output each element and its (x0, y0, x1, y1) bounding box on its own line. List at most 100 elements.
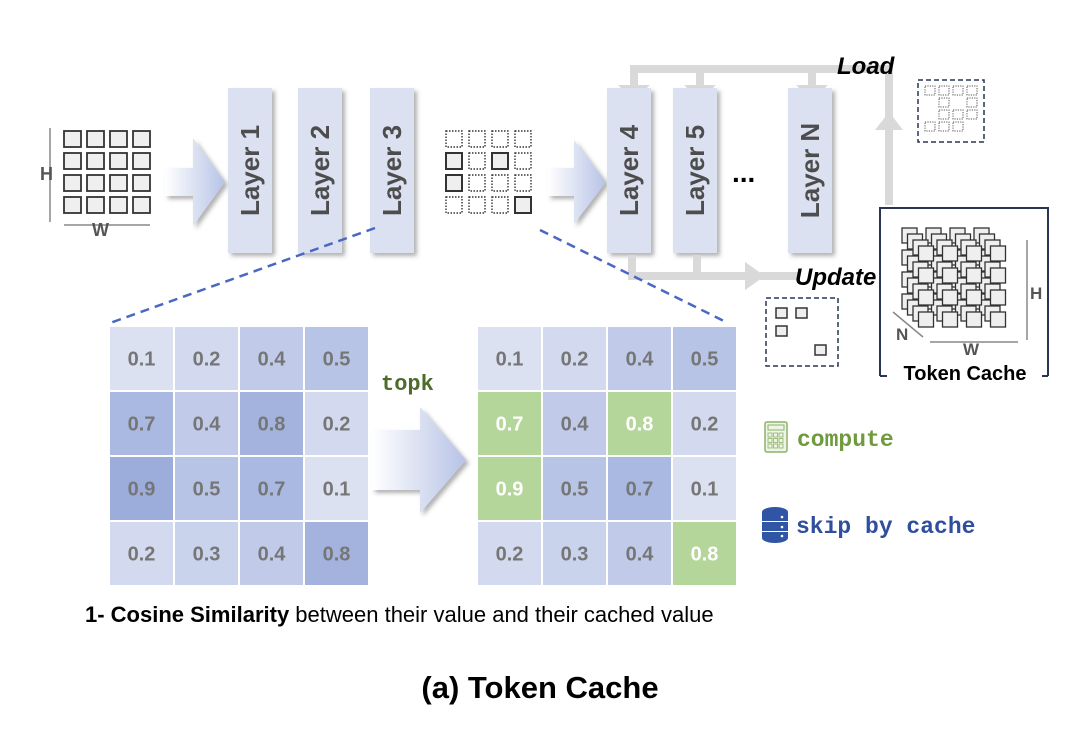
flow-arrow-icon (548, 140, 606, 224)
layer-label: Layer 4 (614, 124, 644, 216)
layer-label: Layer 5 (680, 125, 710, 216)
skipped-token (514, 152, 532, 170)
cell-value: 0.2 (128, 544, 156, 566)
layer-block-layer-4: Layer 4 (607, 88, 651, 253)
cell-value: 0.8 (691, 544, 719, 566)
skipped-token (468, 130, 486, 148)
token-square (63, 130, 82, 148)
load-connector (618, 65, 903, 205)
token-square (63, 196, 82, 214)
cell-value: 0.4 (626, 544, 655, 566)
database-icon (762, 507, 788, 543)
skipped-token (491, 174, 509, 192)
token-cache-cube (901, 227, 1007, 328)
loaded-token (952, 85, 964, 96)
cache-token (965, 267, 983, 284)
matrix-cell: 0.4 (175, 392, 238, 455)
computed-cell: 0.7 (478, 392, 541, 455)
computed-cell: 0.9 (478, 457, 541, 520)
skipped-token (491, 130, 509, 148)
cache-token (965, 311, 983, 328)
layer-block-layer-n: Layer N (788, 88, 832, 253)
cell-value: 0.8 (323, 544, 351, 566)
cell-value: 0.1 (496, 349, 524, 371)
cell-value: 0.2 (496, 544, 524, 566)
matrix-cell: 0.4 (240, 327, 303, 390)
cell-value: 0.9 (496, 479, 524, 501)
cell-value: 0.1 (128, 349, 156, 371)
input-h-label: H (40, 164, 53, 184)
cell-value: 0.5 (193, 479, 221, 501)
cell-value: 0.4 (258, 349, 287, 371)
loaded-token (924, 121, 936, 132)
updated-token (775, 307, 788, 319)
matrix-cell: 0.2 (478, 522, 541, 585)
skipped-token (468, 196, 486, 214)
loaded-token (966, 109, 978, 120)
cell-value: 0.7 (626, 479, 654, 501)
token-square (63, 174, 82, 192)
matrix-cell: 0.3 (543, 522, 606, 585)
token-square (132, 152, 151, 170)
selected-token (445, 152, 463, 170)
cache-token (989, 245, 1007, 262)
token-square (86, 196, 105, 214)
layer-block-layer-1: Layer 1 (228, 88, 272, 253)
cache-token (917, 289, 935, 306)
token-square (109, 152, 128, 170)
flow-arrow-icon (165, 138, 225, 226)
cell-value: 0.4 (626, 349, 655, 371)
token-square (109, 130, 128, 148)
cache-token (989, 311, 1007, 328)
cache-n-label: N (896, 325, 908, 344)
cache-token (941, 267, 959, 284)
cache-token (989, 289, 1007, 306)
loaded-token (952, 121, 964, 132)
skipped-token (468, 174, 486, 192)
computed-cell: 0.8 (608, 392, 671, 455)
loaded-token (938, 85, 950, 96)
computed-cell: 0.8 (673, 522, 736, 585)
legend-skip-label: skip by cache (796, 514, 975, 540)
loaded-token (938, 97, 950, 108)
matrix-cell: 0.1 (305, 457, 368, 520)
skipped-token (514, 130, 532, 148)
matrix-cell: 0.1 (110, 327, 173, 390)
loaded-token-grid (924, 85, 978, 132)
updated-token-grid (775, 307, 827, 356)
matrix-cell: 0.1 (673, 457, 736, 520)
matrix-cell: 0.5 (305, 327, 368, 390)
matrix-cell: 0.2 (305, 392, 368, 455)
calculator-icon (764, 421, 788, 453)
skipped-token (491, 196, 509, 214)
selected-token (514, 196, 532, 214)
skipped-token (445, 130, 463, 148)
cell-value: 0.2 (193, 349, 221, 371)
cell-value: 0.8 (626, 414, 654, 436)
cell-value: 0.5 (691, 349, 719, 371)
cell-value: 0.4 (193, 414, 222, 436)
cell-value: 0.5 (323, 349, 351, 371)
cell-value: 0.2 (561, 349, 589, 371)
matrix-cell: 0.8 (305, 522, 368, 585)
token-square (86, 152, 105, 170)
matrix-cell: 0.5 (175, 457, 238, 520)
cell-value: 0.7 (496, 414, 524, 436)
updated-token (775, 325, 788, 337)
loaded-token (938, 121, 950, 132)
cache-h-label: H (1030, 284, 1042, 303)
skipped-token (468, 152, 486, 170)
layer-block-layer-3: Layer 3 (370, 88, 414, 253)
layer-label: Layer 2 (305, 125, 335, 216)
token-square (86, 174, 105, 192)
selected-token-grid (445, 130, 532, 214)
cell-value: 0.3 (193, 544, 221, 566)
cell-value: 0.1 (323, 479, 351, 501)
cell-value: 0.9 (128, 479, 156, 501)
token-square (132, 130, 151, 148)
matrix-cell: 0.2 (110, 522, 173, 585)
matrix-cell: 0.7 (608, 457, 671, 520)
